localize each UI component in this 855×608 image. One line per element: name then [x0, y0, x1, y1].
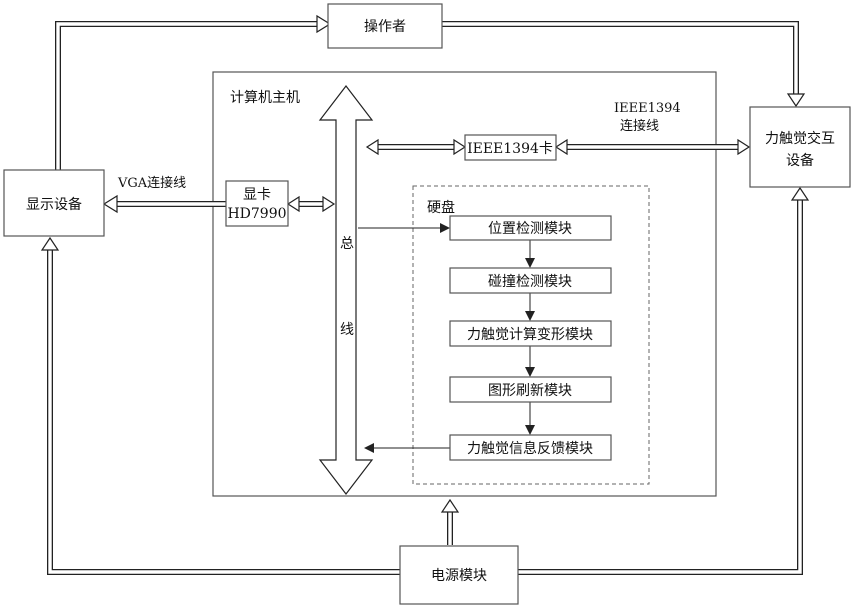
module-label-5: 力触觉信息反馈模块 — [467, 440, 593, 457]
haptic-device-box — [750, 107, 850, 187]
module-label-3: 力触觉计算变形模块 — [467, 327, 593, 343]
bus-ieee-link — [367, 140, 465, 154]
gpu-label-1: 显卡 — [243, 187, 271, 203]
bus-label-char1: 总 — [340, 236, 354, 252]
display-device-label: 显示设备 — [26, 196, 82, 213]
vga-link — [104, 196, 226, 212]
host-title: 计算机主机 — [230, 90, 300, 106]
module-label-4: 图形刷新模块 — [488, 383, 572, 399]
feedback-to-bus-arrow — [364, 443, 450, 453]
haptic-device-label-2: 设备 — [786, 152, 814, 169]
module-label-1: 位置检测模块 — [488, 221, 572, 237]
bus-label-char2: 线 — [340, 322, 354, 338]
power-module-label: 电源模块 — [431, 568, 487, 584]
gpu-bus-link — [288, 197, 334, 211]
ieee-line-label-1: IEEE1394 — [614, 101, 681, 116]
gpu-label-2: HD7990 — [227, 206, 286, 222]
bus-to-position-arrow — [358, 223, 450, 233]
ieee-card-label: IEEE1394卡 — [467, 141, 553, 157]
ieee-haptic-link — [556, 140, 749, 154]
operator-haptic-link — [442, 24, 804, 106]
system-bus — [320, 86, 372, 494]
operator-label: 操作者 — [364, 19, 406, 35]
ieee-line-label-2: 连接线 — [620, 118, 659, 134]
power-host-link — [442, 500, 458, 545]
disk-title: 硬盘 — [427, 199, 455, 216]
vga-label: VGA连接线 — [117, 175, 186, 191]
haptic-device-label-1: 力触觉交互 — [765, 130, 835, 147]
module-label-2: 碰撞检测模块 — [488, 274, 572, 290]
